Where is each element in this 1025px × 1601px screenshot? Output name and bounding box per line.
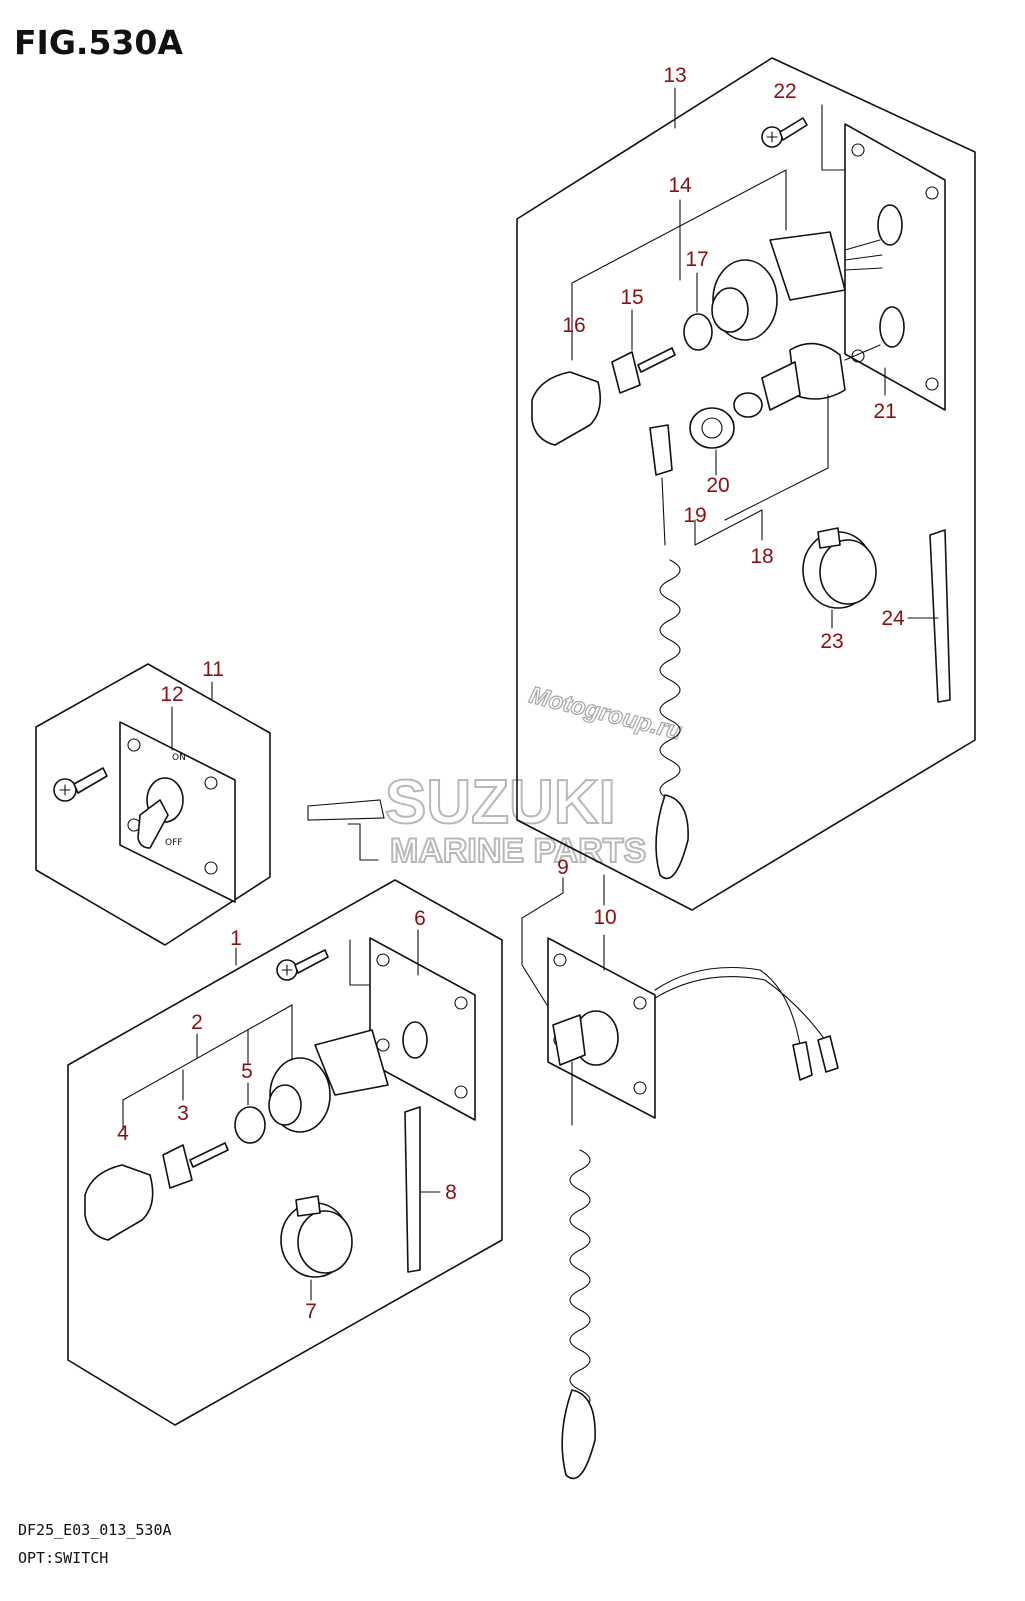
plug-23-icon xyxy=(802,527,877,609)
callout-16: 16 xyxy=(562,314,585,337)
wire-harness-icon xyxy=(654,966,839,1081)
callout-6: 6 xyxy=(414,907,426,930)
callout-19: 19 xyxy=(683,504,706,527)
switch-on-label: ON xyxy=(172,753,186,763)
key-15-icon xyxy=(611,347,676,394)
assembly-11-switch-panel: ON OFF 11 12 xyxy=(35,658,271,946)
screw-icon xyxy=(53,767,108,802)
switch-off-label: OFF xyxy=(165,838,182,848)
callout-13: 13 xyxy=(663,64,686,87)
kit-13-frame xyxy=(516,57,976,911)
callout-9: 9 xyxy=(557,856,569,879)
mounting-plate-21 xyxy=(844,123,946,411)
callout-14: 14 xyxy=(668,174,692,197)
callout-21: 21 xyxy=(873,400,896,423)
callout-3: 3 xyxy=(177,1102,189,1125)
key-3-icon xyxy=(162,1142,229,1189)
assembly-13-kit: 13 22 14 17 15 16 21 20 19 18 23 24 xyxy=(516,57,976,911)
watermark: SUZUKI MARINE PARTS Motogroup.ru xyxy=(307,681,685,871)
callout-5: 5 xyxy=(241,1060,253,1083)
callout-4: 4 xyxy=(117,1122,129,1145)
figure-title: FIG.530A xyxy=(14,23,183,62)
callout-18: 18 xyxy=(750,545,773,568)
callout-11: 11 xyxy=(202,658,224,681)
lanyard-icon xyxy=(561,1061,596,1480)
callout-15: 15 xyxy=(620,286,643,309)
callout-24: 24 xyxy=(881,607,905,630)
cap-5-icon xyxy=(234,1106,266,1144)
screw-icon xyxy=(276,949,329,981)
callout-10: 10 xyxy=(593,906,616,929)
callout-22: 22 xyxy=(773,80,796,103)
knob-4-icon xyxy=(84,1164,154,1241)
callout-2: 2 xyxy=(191,1011,203,1034)
ignition-switch-icon xyxy=(268,1029,389,1133)
kit-1-frame xyxy=(67,879,503,1426)
cable-tie-8-icon xyxy=(404,1106,421,1273)
lanyard-19-icon xyxy=(649,424,689,880)
plug-7-icon xyxy=(280,1195,353,1278)
nut-20-icon xyxy=(689,407,735,449)
diagram-name: OPT:SWITCH xyxy=(18,1549,108,1567)
watermark-subtitle: MARINE PARTS xyxy=(390,832,646,870)
ignition-switch-icon xyxy=(711,231,883,341)
callout-1: 1 xyxy=(230,927,242,950)
callout-8: 8 xyxy=(445,1181,457,1204)
assembly-1-kit: 1 6 2 5 3 4 8 7 xyxy=(67,879,503,1426)
callout-12: 12 xyxy=(160,683,183,706)
stop-switch-icon xyxy=(733,342,881,418)
callout-20: 20 xyxy=(706,474,729,497)
kit-11-frame xyxy=(35,663,271,946)
watermark-logo-icon xyxy=(307,799,385,821)
knob-16-icon xyxy=(531,371,601,446)
diagram-code: DF25_E03_013_530A xyxy=(18,1521,172,1539)
screw-22-icon xyxy=(761,117,808,148)
cable-tie-24-icon xyxy=(929,529,951,703)
assembly-9-stop-switch: 9 10 xyxy=(521,856,839,1480)
callout-7: 7 xyxy=(305,1300,317,1323)
watermark-brand: SUZUKI xyxy=(385,768,616,837)
cap-17-icon xyxy=(683,313,713,351)
callout-17: 17 xyxy=(685,248,708,271)
callout-23: 23 xyxy=(820,630,843,653)
